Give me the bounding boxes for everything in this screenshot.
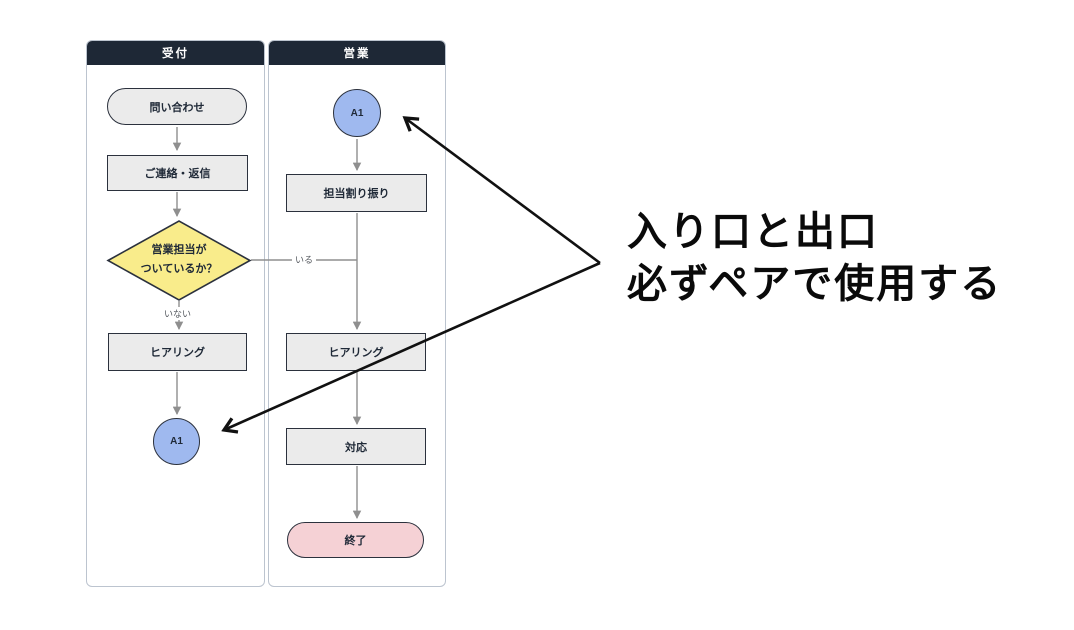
annotation-arrow-to-exit <box>224 261 601 430</box>
annotation-line-1: 入り口と出口 <box>627 210 879 254</box>
decision-diamond-shape <box>106 220 252 301</box>
node-a1-exit: A1 <box>153 418 200 465</box>
edge-label-yes: いる <box>292 253 317 266</box>
node-assign: 担当割り振り <box>286 174 427 212</box>
lane-reception-header: 受付 <box>87 41 264 65</box>
lane-sales-header: 営業 <box>269 41 445 65</box>
annotation-text: 入り口と出口 必ずペアで使用する <box>627 206 1002 310</box>
annotation-line-2: 必ずペアで使用する <box>627 262 1003 306</box>
annotation-arrow-to-entry <box>405 118 601 265</box>
node-end: 終了 <box>287 522 424 558</box>
node-contact-reply: ご連絡・返信 <box>107 155 248 191</box>
node-hearing-reception: ヒアリング <box>108 333 247 371</box>
node-respond: 対応 <box>286 428 426 465</box>
node-decision-label: 営業担当が ついているか？ <box>140 244 218 275</box>
edge-label-no: いない <box>161 307 195 320</box>
node-a1-entry: A1 <box>333 89 381 137</box>
node-inquiry: 問い合わせ <box>107 88 247 125</box>
